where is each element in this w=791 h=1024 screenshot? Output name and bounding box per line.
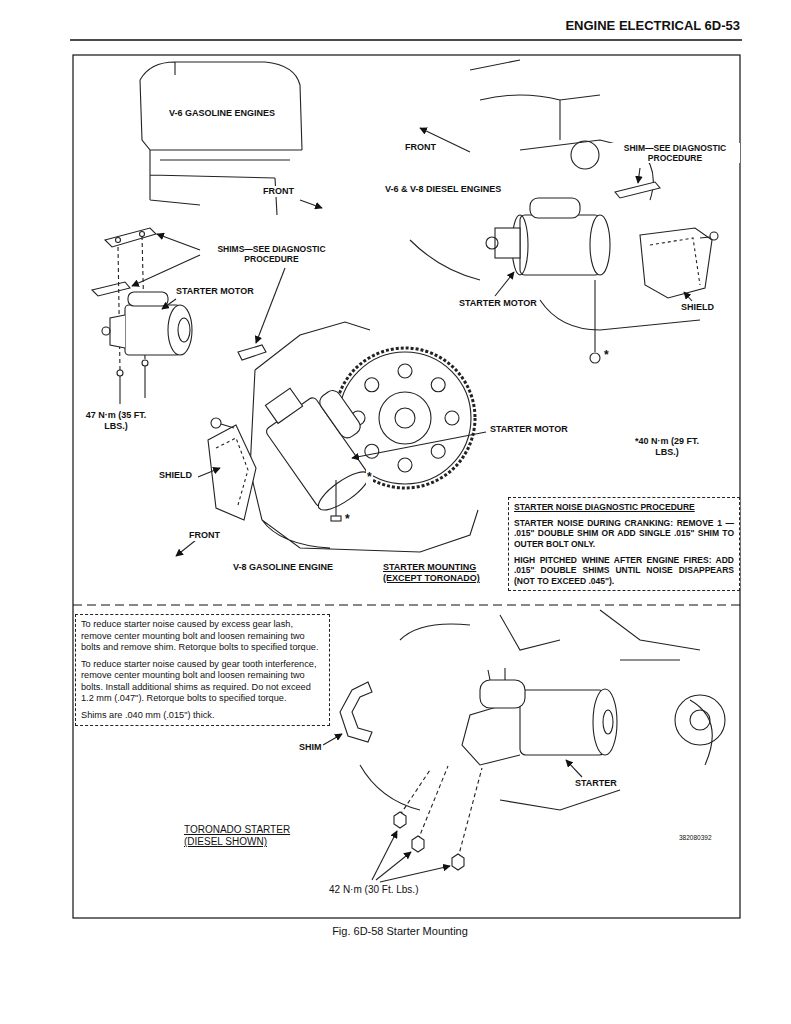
torque-label: *40 N·m (29 FT. LBS.) <box>626 436 708 458</box>
part-label: SHIM—SEE DIAGNOSTIC PROCEDURE <box>610 143 740 163</box>
figure-frame <box>73 55 740 918</box>
box-text: HIGH PITCHED WHINE AFTER ENGINE FIRES: A… <box>514 555 734 587</box>
figure-number: 382080392 <box>678 834 713 842</box>
part-label: STARTER MOTOR <box>458 298 538 309</box>
view-title: V-6 & V-8 DIESEL ENGINES <box>384 184 502 195</box>
view-title: V-8 GASOLINE ENGINE <box>232 562 334 573</box>
part-label: SHIELD <box>680 302 715 313</box>
torque-mark: * <box>366 470 373 484</box>
procedure-box: STARTER NOISE DIAGNOSTIC PROCEDURE STARTE… <box>508 497 740 591</box>
page-header: ENGINE ELECTRICAL 6D-53 <box>565 18 740 33</box>
torque-label: 42 N·m (30 Ft. Lbs.) <box>328 884 419 896</box>
direction-label: FRONT <box>404 142 437 153</box>
part-label: SHIELD <box>158 470 193 481</box>
torque-mark: * <box>344 512 351 526</box>
direction-label: FRONT <box>188 530 221 541</box>
box-text: Shims are .040 mm (.015") thick. <box>81 710 324 722</box>
direction-label: FRONT <box>262 186 295 197</box>
header-rule <box>70 39 742 41</box>
part-label: SHIM <box>298 742 323 753</box>
view-title: TORONADO STARTER (DIESEL SHOWN) <box>183 824 325 848</box>
torque-mark: * <box>603 348 610 362</box>
view-title: STARTER MOUNTING (EXCEPT TORONADO) <box>382 562 509 584</box>
section-divider <box>73 604 740 605</box>
box-text: To reduce starter noise caused by gear t… <box>81 659 324 705</box>
part-label: STARTER MOTOR <box>175 286 255 297</box>
view-title: V-6 GASOLINE ENGINES <box>168 108 276 119</box>
box-heading: STARTER NOISE DIAGNOSTIC PROCEDURE <box>514 502 734 513</box>
part-label: SHIMS—SEE DIAGNOSTIC PROCEDURE <box>203 244 340 264</box>
part-label: STARTER <box>574 778 618 789</box>
figure-caption: Fig. 6D-58 Starter Mounting <box>332 925 468 937</box>
box-text: To reduce starter noise caused by excess… <box>81 619 324 654</box>
note-box: To reduce starter noise caused by excess… <box>75 614 330 726</box>
toronado-view <box>323 610 725 882</box>
box-text: STARTER NOISE DURING CRANKING: REMOVE 1 … <box>514 518 734 550</box>
v8-gasoline-view <box>176 268 486 556</box>
diesel-view <box>410 60 718 363</box>
torque-label: 47 N·m (35 FT. LBS.) <box>80 410 152 432</box>
v6-gasoline-view <box>92 62 322 404</box>
part-label: STARTER MOTOR <box>489 424 569 435</box>
